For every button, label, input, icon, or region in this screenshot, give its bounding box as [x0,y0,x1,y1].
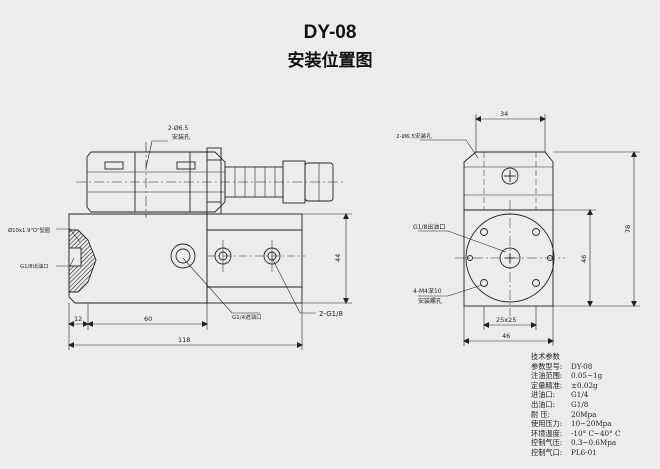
right-labels: 34 2-Ø6.5安装孔 G1/8出油口 4-M4深10 安装螺孔 78 46 … [396,110,632,340]
thread-label-cn: 安装螺孔 [418,297,442,305]
page-title: DY-08 [303,22,357,43]
spec-value: G1/8 [571,399,589,409]
spec-value: 10~20Mpa [571,419,612,429]
spec-row: 参数型号: DY-08 [531,362,621,372]
spec-key: 出油口: [531,399,555,409]
page-subtitle: 安装位置图 [287,51,373,71]
dim-78: 78 [624,225,632,233]
spec-value: PL6-01 [571,447,597,457]
spec-key: 定量精准: [531,380,563,390]
right-mount-hole-label: 2-Ø6.5安装孔 [396,132,432,140]
spec-value: G1/4 [571,390,589,400]
dim-46-bottom: 46 [502,332,510,340]
right-outlet-label: G1/8出油口 [413,223,445,231]
dim-34: 34 [500,110,508,118]
right-dimensions [418,114,640,346]
inlet-label: G1/4进油口 [232,313,262,321]
port-label: 2-G1/8 [319,310,343,318]
spec-row: 定量精准: ±0.02g [531,381,621,391]
spec-key: 耐 压: [531,409,551,419]
spec-heading: 技术参数 [531,352,560,361]
spec-value: -10° C~40° C [571,428,621,438]
spec-key: 进油口: [531,390,555,400]
right-lower-block [455,200,565,316]
left-view [56,140,352,350]
upper-cylinder [76,142,345,218]
right-view [418,114,640,346]
spec-row: 耐 压: 20Mpa [531,410,621,420]
spec-rows: 参数型号: DY-08 注油范围: 0.05~1g 定量精准: ±0.02g 进油口: G1/… [531,362,621,458]
spec-value: 0.05~1g [571,371,603,381]
dim-46-side: 46 [580,255,588,263]
spec-value: 20Mpa [571,409,597,419]
mount-hole-label-cn: 安装孔 [172,133,190,141]
dim-25x25: 25x25 [496,316,516,324]
spec-value: ±0.02g [571,380,598,390]
spec-key: 注油范围: [531,371,563,381]
spec-row: 环境温度: -10° C~40° C [531,429,621,439]
outlet-label: G1/8出油口 [20,262,49,270]
dim-44: 44 [334,254,342,262]
spec-key: 控制气口: [531,447,563,457]
spec-row: 控制气口: PL6-01 [531,448,621,458]
spec-key: 使用压力: [531,419,563,429]
oring-label: Ø10x1.9"O"型圈 [8,226,50,234]
spec-row: 控制气压: 0.3~0.6Mpa [531,438,621,448]
spec-row: 注油范围: 0.05~1g [531,371,621,381]
left-labels: 2-Ø6.5 安装孔 Ø10x1.9"O"型圈 G1/8出油口 G1/4进油口 … [8,125,343,344]
spec-value: DY-08 [571,361,593,371]
spec-row: 进油口: G1/4 [531,390,621,400]
spec-key: 控制气压: [531,438,563,448]
right-top-block [463,151,554,211]
left-dimensions [56,140,352,350]
dim-12: 12 [74,315,82,323]
thread-label: 4-M4深10 [413,287,442,295]
spec-row: 使用压力: 10~20Mpa [531,419,621,429]
lower-body [68,213,305,304]
spec-key: 参数型号: [531,361,563,371]
dim-60: 60 [144,315,152,323]
dim-118: 118 [178,336,190,344]
spec-row: 出油口: G1/8 [531,400,621,410]
spec-value: 0.3~0.6Mpa [571,438,617,448]
mount-hole-label: 2-Ø6.5 [168,125,188,132]
spec-key: 环境温度: [531,428,563,438]
